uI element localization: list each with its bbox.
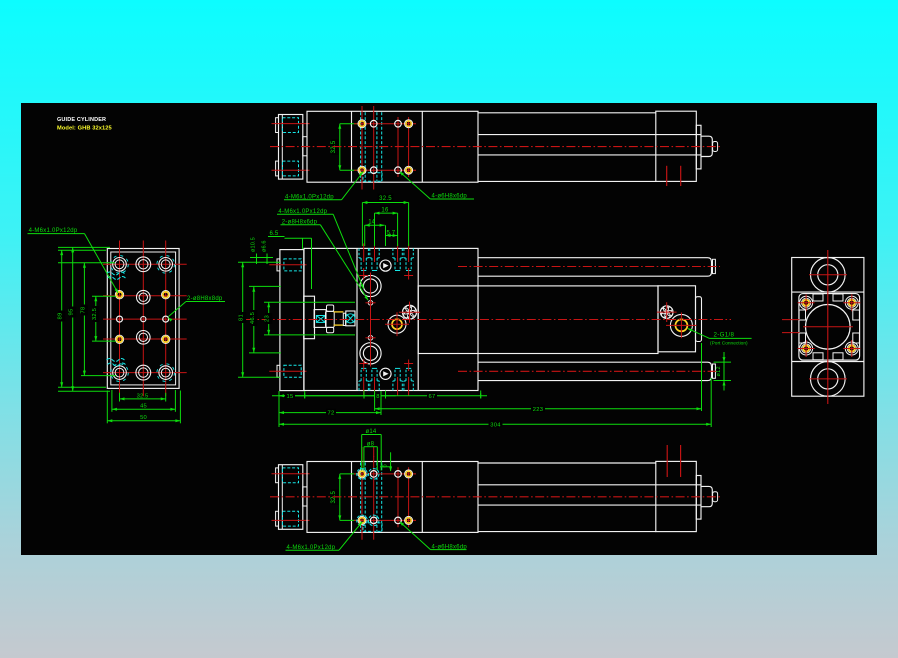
svg-text:2-ø8H8x8dp: 2-ø8H8x8dp — [187, 296, 223, 302]
svg-text:14: 14 — [368, 219, 375, 225]
svg-text:ø14: ø14 — [366, 429, 377, 435]
svg-text:2-G1/8: 2-G1/8 — [714, 332, 735, 339]
svg-text:GUIDE CYLINDER: GUIDE CYLINDER — [57, 117, 106, 123]
svg-text:81: 81 — [239, 314, 245, 321]
svg-text:46.5: 46.5 — [250, 312, 256, 324]
svg-text:5.7: 5.7 — [387, 230, 396, 236]
svg-text:4-ø6H8x6dp: 4-ø6H8x6dp — [432, 544, 468, 550]
svg-text:ø8: ø8 — [367, 441, 375, 447]
svg-text:ø6.6: ø6.6 — [262, 240, 268, 252]
svg-text:78: 78 — [80, 307, 86, 314]
svg-text:72: 72 — [328, 411, 335, 417]
svg-text:32.5: 32.5 — [92, 308, 98, 320]
svg-text:ø12: ø12 — [716, 366, 722, 376]
svg-text:6: 6 — [383, 464, 389, 468]
svg-text:45: 45 — [140, 404, 147, 410]
svg-text:Model: GHB 32x125: Model: GHB 32x125 — [57, 125, 112, 131]
svg-text:32.5: 32.5 — [379, 196, 392, 202]
svg-text:95: 95 — [69, 309, 75, 316]
svg-text:4-ø6H8x6dp: 4-ø6H8x6dp — [432, 194, 468, 200]
svg-text:223: 223 — [533, 407, 543, 413]
svg-text:4-M6x1.0Px12dp: 4-M6x1.0Px12dp — [29, 228, 78, 234]
svg-text:2-ø8H8x6dp: 2-ø8H8x6dp — [282, 219, 318, 225]
svg-text:4-M6x1.0Px12dp: 4-M6x1.0Px12dp — [278, 209, 327, 215]
svg-text:16: 16 — [381, 207, 389, 213]
svg-text:304: 304 — [490, 422, 501, 428]
svg-text:23: 23 — [265, 315, 271, 322]
svg-text:32.5: 32.5 — [137, 393, 149, 399]
svg-text:4-M6x1.0Px12dp: 4-M6x1.0Px12dp — [285, 194, 334, 200]
svg-text:67: 67 — [429, 394, 436, 400]
svg-text:ø10.5: ø10.5 — [251, 237, 257, 252]
svg-text:4-M6x1.0Px12dp: 4-M6x1.0Px12dp — [287, 545, 336, 551]
svg-text:15: 15 — [287, 394, 294, 400]
svg-text:(Port Connection): (Port Connection) — [710, 341, 748, 347]
svg-text:50: 50 — [140, 415, 147, 421]
svg-text:89: 89 — [58, 313, 64, 320]
svg-text:6.5: 6.5 — [270, 231, 279, 237]
svg-text:8: 8 — [376, 394, 379, 400]
